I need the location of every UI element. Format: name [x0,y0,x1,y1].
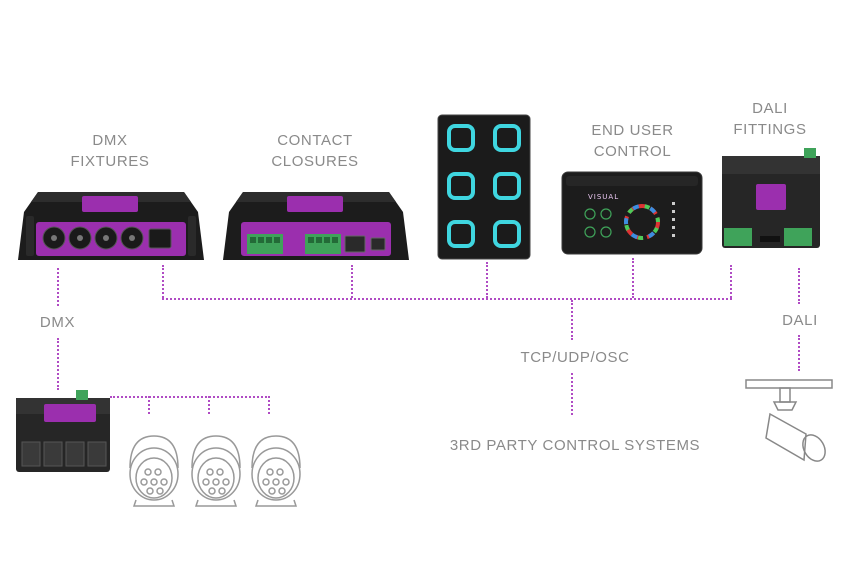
end-user-control-panel-icon [561,171,703,255]
dali-line-lower [798,335,800,371]
contact-drop-line [162,265,164,298]
dali-fittings-label: DALI FITTINGS [720,98,820,140]
dmx-controller-icon [18,192,204,260]
contact-drop-line-2 [351,265,353,298]
end-user-control-label: END USER CONTROL [570,120,695,162]
dmx-label: DMX [39,314,76,331]
dmx-fixtures-label: DMX FIXTURES [50,130,170,172]
fixture-bus-line [110,396,270,398]
contact-closure-controller-icon [223,192,409,260]
touch-panel-icon [437,114,531,260]
tcp-udp-osc-label: TCP/UDP/OSC [520,349,630,366]
network-bus-line [162,298,732,300]
end-user-control-label-line1: END USER [591,122,674,139]
fixture-drop-3 [268,396,270,414]
spotlight-icon [745,379,833,462]
par-light-icon [129,435,179,507]
small-dmx-controller-icon [16,390,110,472]
dali-drop-line [730,265,732,298]
contact-closures-label-line1: CONTACT [277,132,353,149]
dali-fittings-label-line1: DALI [752,100,788,117]
third-party-label: 3RD PARTY CONTROL SYSTEMS [449,437,701,454]
touch-panel-drop-line [486,262,488,298]
control-panel-brand: VISUAL [588,193,620,201]
dmx-fixtures-label-line1: DMX [92,132,128,149]
fixture-drop-1 [148,396,150,414]
dali-label: DALI [782,312,818,329]
contact-closures-label: CONTACT CLOSURES [255,130,375,172]
dmx-fixtures-label-line2: FIXTURES [70,153,150,170]
dmx-line-lower [57,338,59,390]
contact-closures-label-line2: CLOSURES [271,153,359,170]
end-user-control-label-line2: CONTROL [593,143,672,160]
dali-fittings-label-line2: FITTINGS [733,121,807,138]
par-light-icon-2 [191,435,241,507]
par-light-icon-3 [251,435,301,507]
tcp-line-upper [571,300,573,340]
dmx-line-upper [57,268,59,306]
end-user-drop-line [632,258,634,298]
tcp-line-lower [571,373,573,415]
dali-controller-icon [722,148,820,248]
fixture-drop-2 [208,396,210,414]
dali-line-upper [798,268,800,304]
